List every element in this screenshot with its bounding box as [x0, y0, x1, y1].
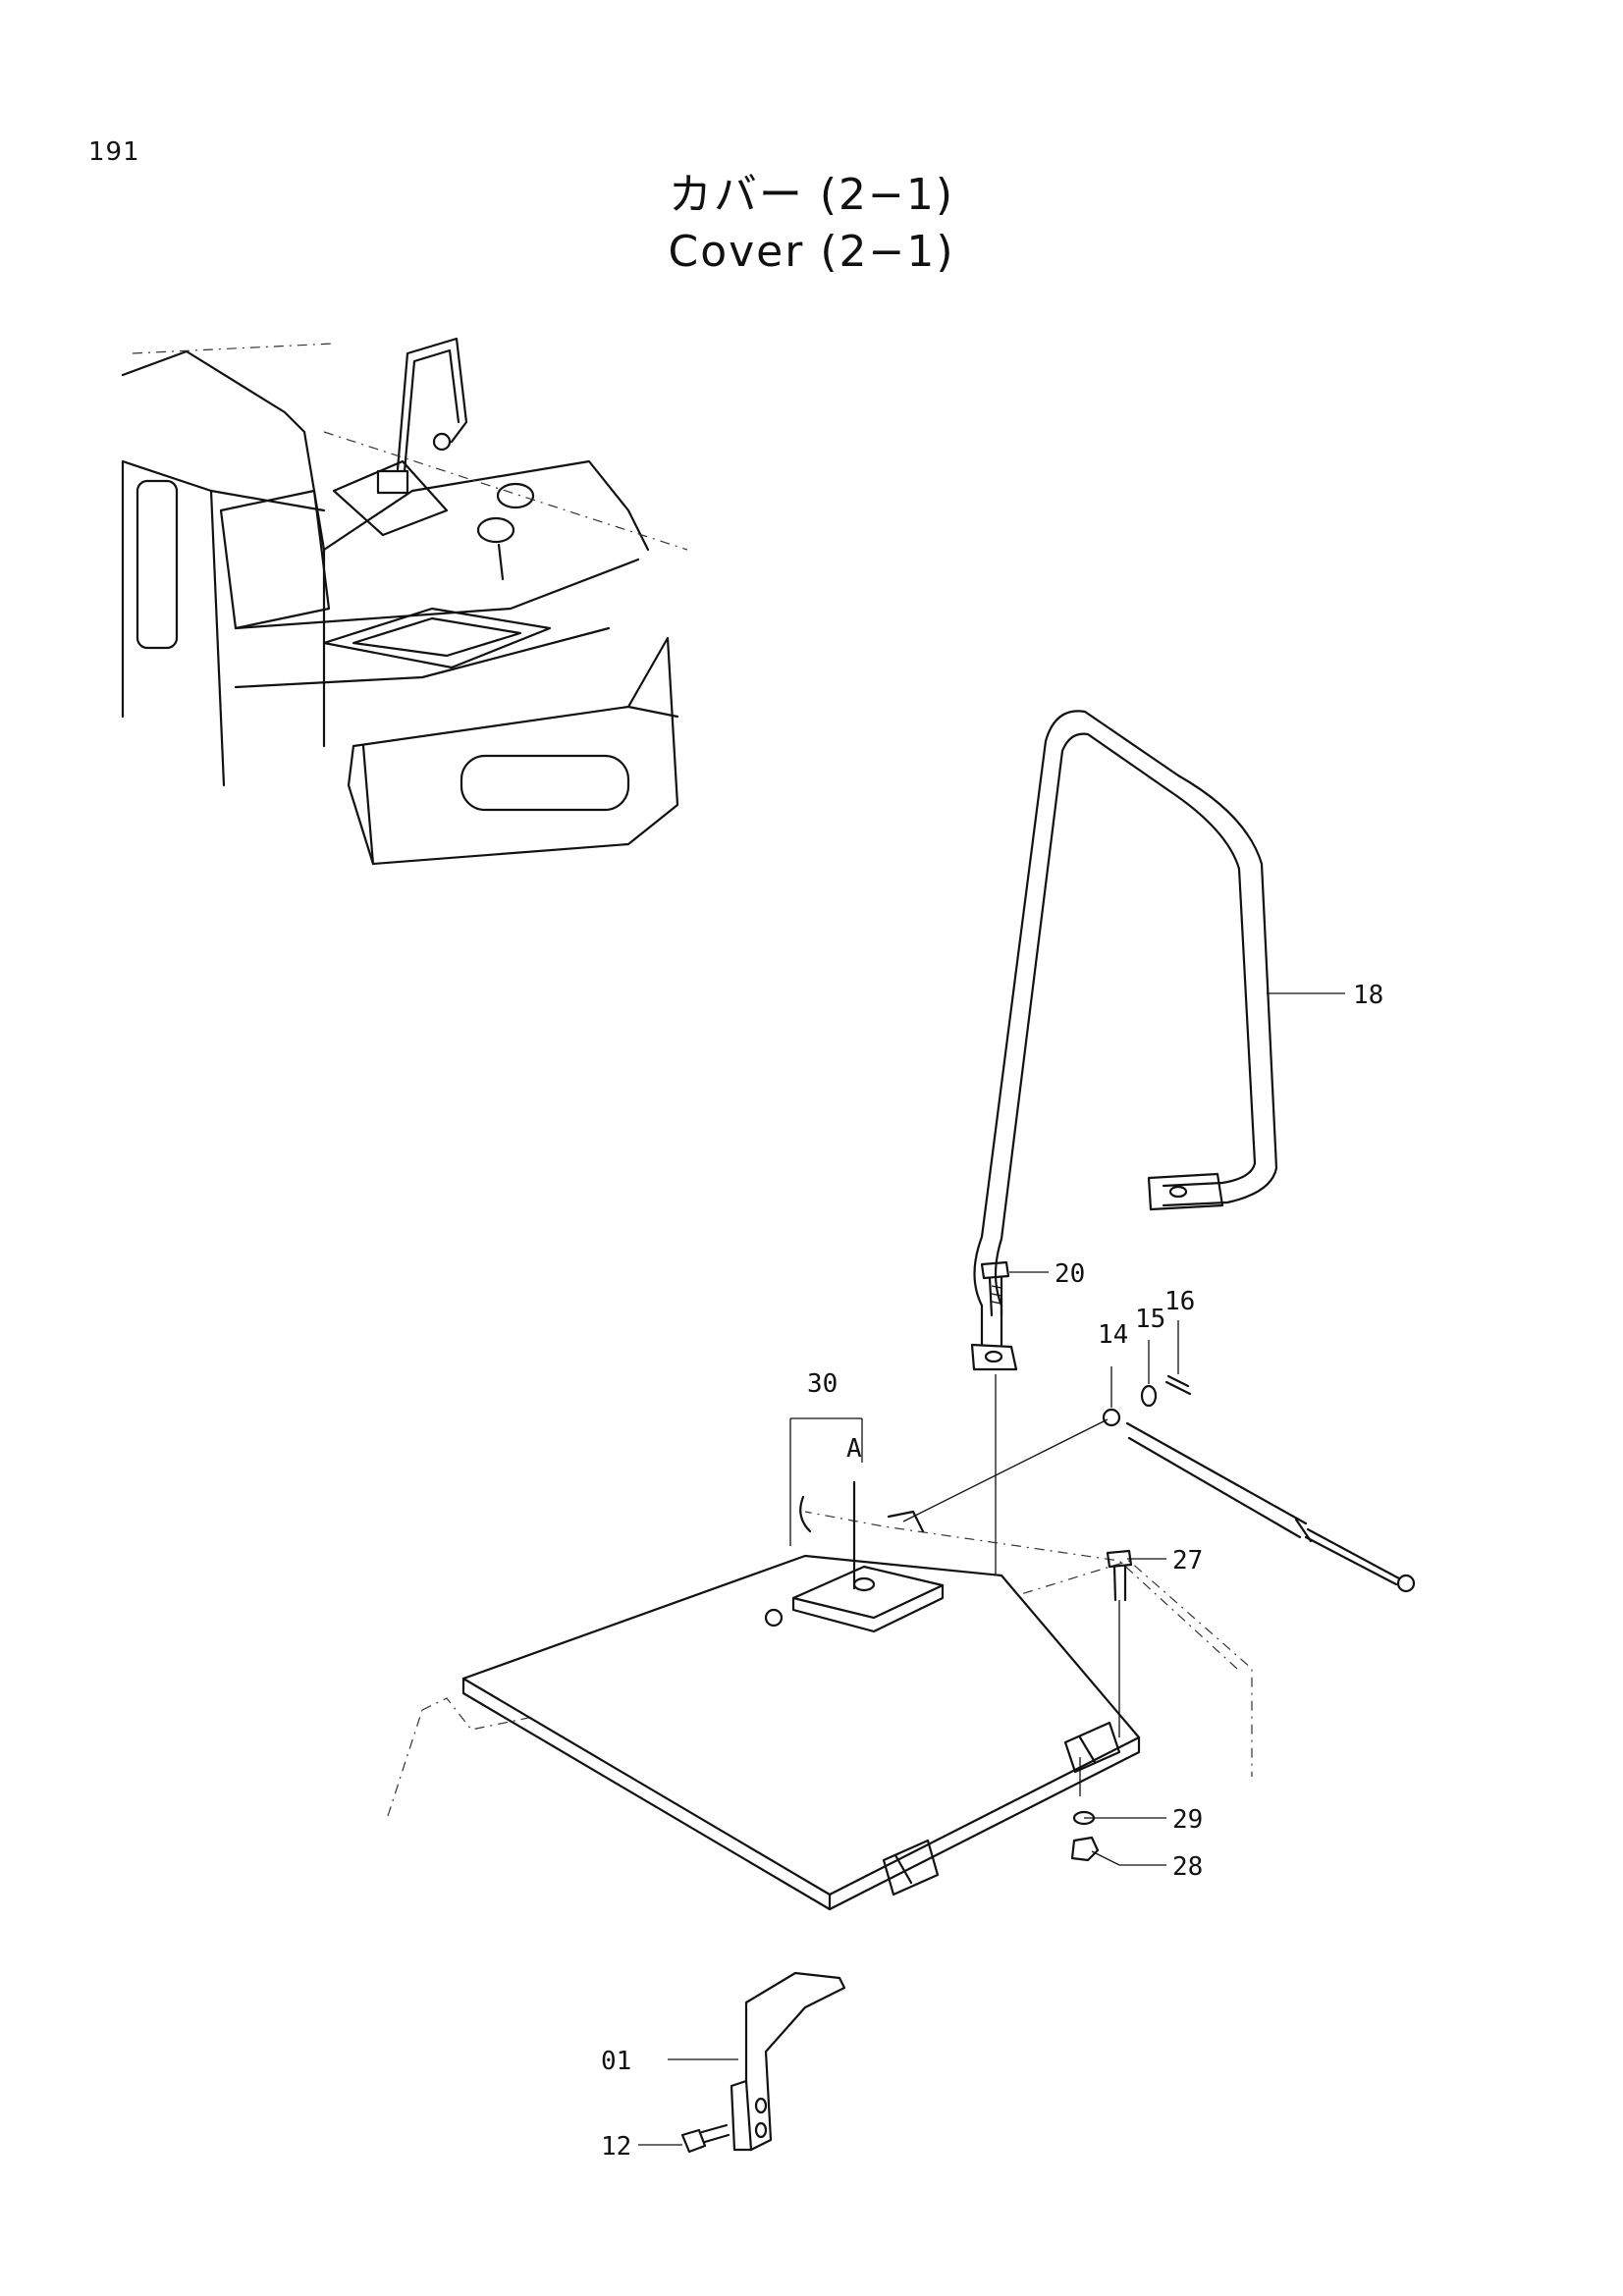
- bolt-part-27: [1106, 1549, 1133, 1737]
- cover-panel: [387, 1495, 1253, 1911]
- callout-18: 18: [1353, 981, 1383, 1010]
- callout-28: 28: [1172, 1852, 1203, 1882]
- callout-01: 01: [601, 2047, 631, 2076]
- callout-a: A: [846, 1434, 862, 1464]
- washer-part-15: [1140, 1384, 1158, 1408]
- title-japanese: カバー (2−1): [668, 170, 955, 220]
- bracket-part-01: [730, 1971, 846, 2152]
- callout-27: 27: [1172, 1546, 1203, 1575]
- callout-15: 15: [1135, 1305, 1165, 1334]
- lock-assembly-part-30: [789, 1417, 862, 1590]
- handrail-part-18: [970, 710, 1278, 1371]
- leader-lines: [638, 992, 1345, 2146]
- bolt-part-20: [980, 1260, 1010, 1575]
- callout-14: 14: [1098, 1320, 1128, 1350]
- callout-29: 29: [1172, 1805, 1203, 1835]
- machine-overview-illustration: [121, 337, 688, 866]
- nut-part-28: [1070, 1836, 1100, 1862]
- callout-20: 20: [1055, 1259, 1085, 1289]
- title-block: カバー (2−1) Cover (2−1): [0, 167, 1623, 281]
- gas-spring-part-14: [902, 1408, 1416, 1593]
- callout-12: 12: [601, 2132, 631, 2162]
- title-english: Cover (2−1): [668, 227, 955, 277]
- callout-30: 30: [807, 1369, 838, 1399]
- callout-16: 16: [1164, 1287, 1195, 1316]
- bolt-part-12: [680, 2123, 730, 2154]
- pin-part-16: [1164, 1374, 1192, 1396]
- page-number: 191: [88, 137, 140, 167]
